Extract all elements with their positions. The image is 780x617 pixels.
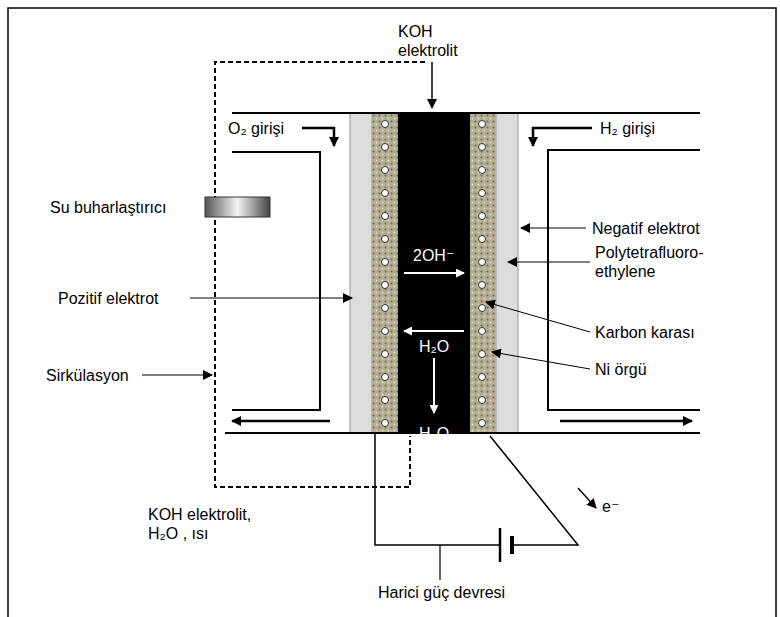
ni-mesh-wire [479,190,486,197]
h2-out-arrow [560,420,692,423]
ni-mesh-wire [382,259,389,266]
carbon-black-layer [470,113,496,433]
ni-mesh-wire [479,282,486,289]
ni-mesh-wire [382,167,389,174]
leader-arrow [508,262,590,263]
ni-mesh-wire [479,121,486,128]
circuit-wire [375,433,500,545]
outlet-label: KOH elektrolit, H₂O , ısı [148,505,273,543]
water-flow-arrow [433,358,435,413]
ion-label: H₂O [419,338,449,356]
ni-mesh-wire [382,351,389,358]
gas-inlet-label: O₂ girişi [228,119,284,138]
ni-mesh-wire [479,144,486,151]
ion-label: H₂O [419,425,449,443]
ni-mesh-wire [479,167,486,174]
gas-inlet-label: H₂ girişi [600,119,655,138]
part-label: Ni örgü [595,360,647,379]
frame [8,8,776,617]
circuit-wire [490,436,578,545]
part-label: Negatif elektrot [592,219,700,238]
ni-mesh-wire [382,213,389,220]
ni-mesh-wire [382,305,389,312]
ni-mesh-wire [382,144,389,151]
electron-label: e⁻ [602,497,619,516]
battery-plate [510,536,514,554]
koh-inlet-arrow [431,62,433,108]
ptfe-layer [496,113,518,433]
ni-mesh-wire [382,282,389,289]
part-label: Sirkülasyon [46,366,129,385]
circuit-label: Harici güç devresi [378,583,505,602]
ni-mesh-wire [382,236,389,243]
electrolyte-band: 2OH⁻H₂OH₂O [398,113,470,433]
part-label: Pozitif elektrot [58,289,158,308]
electron-arrow [578,488,596,508]
ni-mesh-wire [382,328,389,335]
ni-mesh-wire [382,374,389,381]
circulation-line [215,62,425,487]
h2-flow-arrow [533,128,592,146]
part-label: Karbon karası [595,323,695,342]
water-flow-arrow [404,330,464,332]
o2-channel [232,152,320,410]
ion-label: 2OH⁻ [413,247,454,265]
ptfe-layer [350,113,372,433]
o2-flow-arrow [302,128,334,146]
ni-mesh-wire [382,397,389,404]
leader-arrow [521,228,586,229]
leader-arrow [492,352,590,369]
ni-mesh-wire [479,213,486,220]
ni-mesh-wire [479,374,486,381]
ni-mesh-wire [479,259,486,266]
ion-flow-arrows [398,113,470,433]
ni-mesh-wire [382,121,389,128]
part-label: Polytetrafluoro- ethylene [595,243,720,281]
electrolyte-inlet-label: KOH elektrolit [398,22,478,60]
leader-arrow [142,375,212,376]
leader-arrow [190,298,352,299]
ni-mesh-wire [479,351,486,358]
ni-mesh-wire [382,420,389,427]
ni-mesh-wire [382,190,389,197]
ni-mesh-wire [479,397,486,404]
carbon-black-layer [372,113,398,433]
ni-mesh-wire [479,236,486,243]
ni-mesh-wire [479,420,486,427]
leader-arrow [486,302,590,332]
ni-mesh-wire [479,328,486,335]
oh-flow-arrow [404,272,464,274]
ni-mesh-wire [479,305,486,312]
part-label: Su buharlaştırıcı [50,198,167,217]
leader-line [439,545,440,580]
water-evaporator [205,197,270,217]
battery-plate [499,528,502,562]
o2-out-arrow [232,420,330,423]
